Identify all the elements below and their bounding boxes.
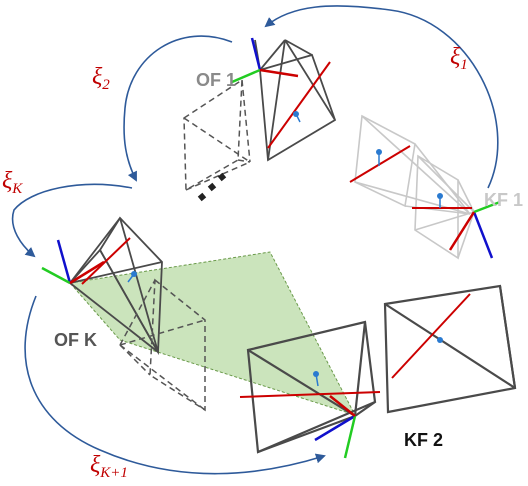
kf1-ray-1 xyxy=(349,145,411,183)
ofk-point xyxy=(131,271,137,277)
pose-label-xik1: ξK+1 xyxy=(90,452,128,481)
ordinary-frame-1-camera xyxy=(254,39,337,162)
keyframe-1b-camera xyxy=(414,154,475,260)
keyframe-2b-camera xyxy=(383,284,517,414)
label-kf2: KF 2 xyxy=(404,430,443,450)
kf2-ray-1 xyxy=(239,391,381,398)
pose-arrow-xi1 xyxy=(264,5,499,189)
label-of1: OF 1 xyxy=(196,70,236,90)
ellipsis-dots xyxy=(197,172,227,202)
kf2-point xyxy=(313,371,319,377)
of1-ray xyxy=(267,61,331,149)
kf1-point-2 xyxy=(437,193,443,199)
keyframe-1-camera xyxy=(354,114,471,215)
kf2-axes xyxy=(314,395,357,459)
kf2-point-2 xyxy=(437,337,443,343)
of1-point xyxy=(293,111,299,117)
intermediate-camera-dashed-1 xyxy=(183,78,251,192)
pose-arrow-xik1 xyxy=(24,295,326,475)
pose-arrow-xi2 xyxy=(123,35,233,182)
pose-label-xi2: ξ2 xyxy=(92,64,110,93)
intermediate-camera-dashed-2 xyxy=(119,278,206,412)
pose-arrow-xik xyxy=(11,183,133,258)
kf2-ray-2 xyxy=(391,293,471,379)
pose-label-xi1: ξ1 xyxy=(450,44,468,73)
kf1-point xyxy=(376,149,382,155)
ofk-ray xyxy=(81,237,131,285)
label-kf1: KF 1 xyxy=(484,190,523,210)
ofk-axes xyxy=(41,239,105,285)
keyframe-2-camera xyxy=(246,320,377,454)
of1-axes xyxy=(231,37,299,84)
pose-label-xik: ξK xyxy=(2,168,23,197)
kf1-axes xyxy=(448,200,501,259)
label-ofk: OF K xyxy=(54,330,97,350)
